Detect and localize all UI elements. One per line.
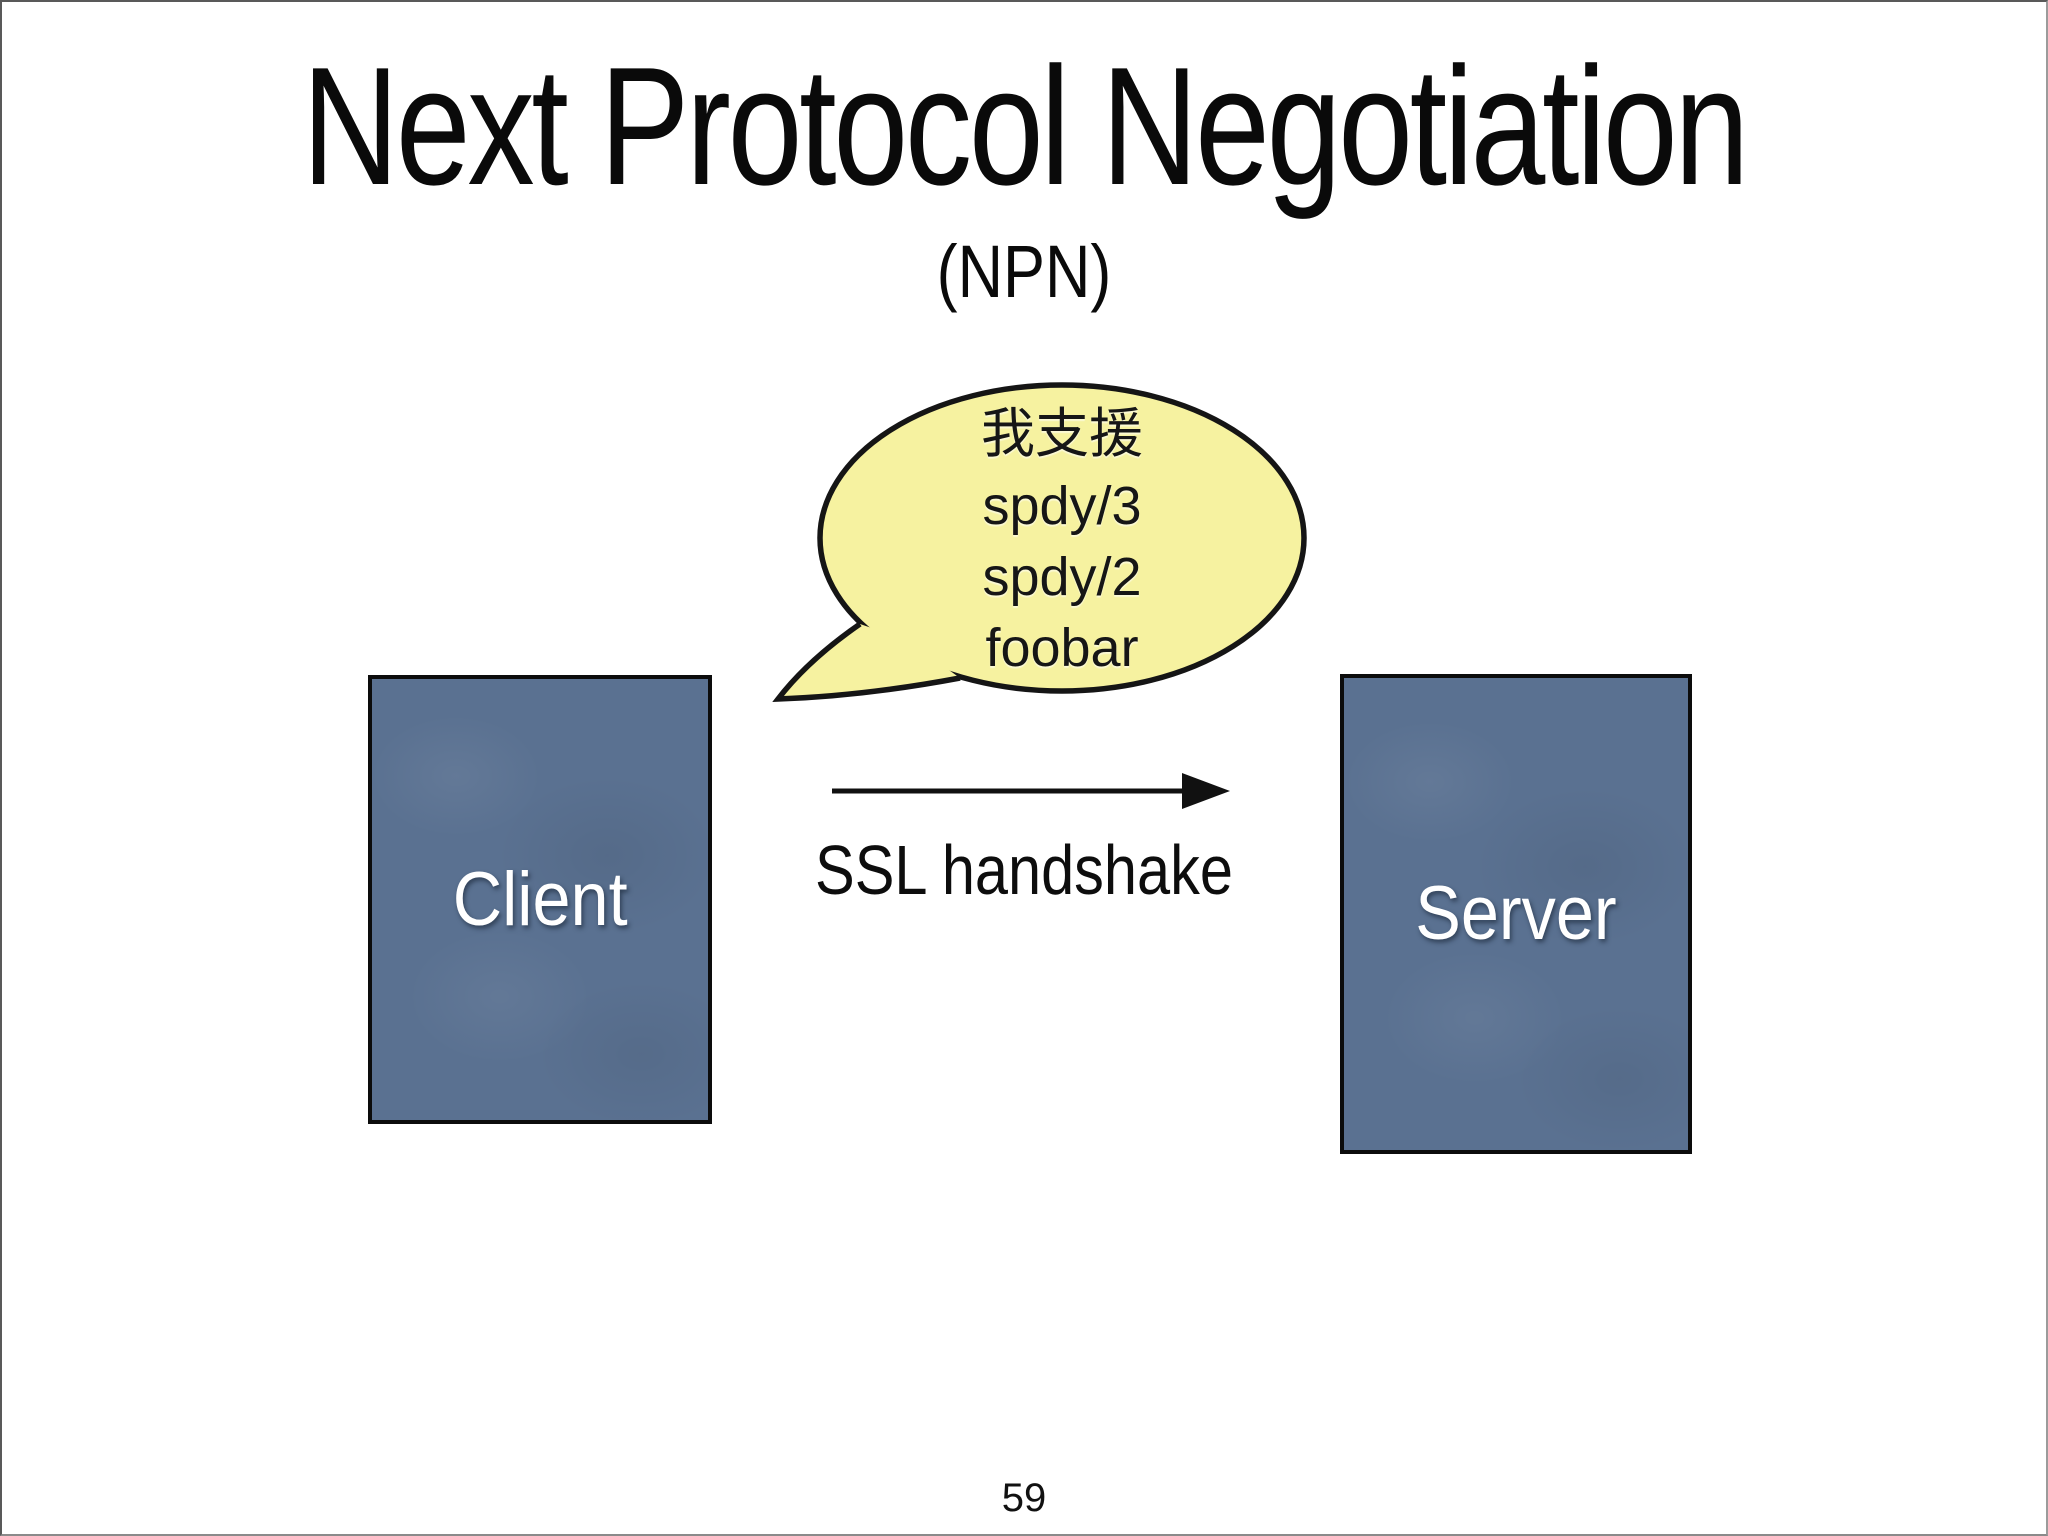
bubble-line-spdy2: spdy/2 [982,547,1142,607]
handshake-arrow [832,773,1230,809]
speech-bubble-tail-fill [778,624,960,699]
bubble-line-cjk: 我支援 [981,404,1143,465]
bubble-line-spdy3: spdy/3 [982,475,1142,536]
client-box: Client [368,675,712,1124]
bubble-line-foobar: foobar [985,618,1139,679]
speech-bubble-text: 我支援 spdy/3 spdy/2 foobar [832,394,1292,690]
slide-subtitle: (NPN) [936,230,1112,313]
speech-bubble-body [817,382,1307,694]
client-label: Client [452,856,628,942]
speech-bubble [772,382,1307,702]
ssl-handshake-label: SSL handshake [815,831,1233,909]
slide-title: Next Protocol Negotiation [301,32,1749,220]
page-number: 59 [1001,1476,1047,1520]
server-label: Server [1415,871,1617,956]
server-box: Server [1340,674,1692,1154]
handshake-arrowhead [1182,773,1230,809]
speech-bubble-tail-outline [772,621,961,702]
